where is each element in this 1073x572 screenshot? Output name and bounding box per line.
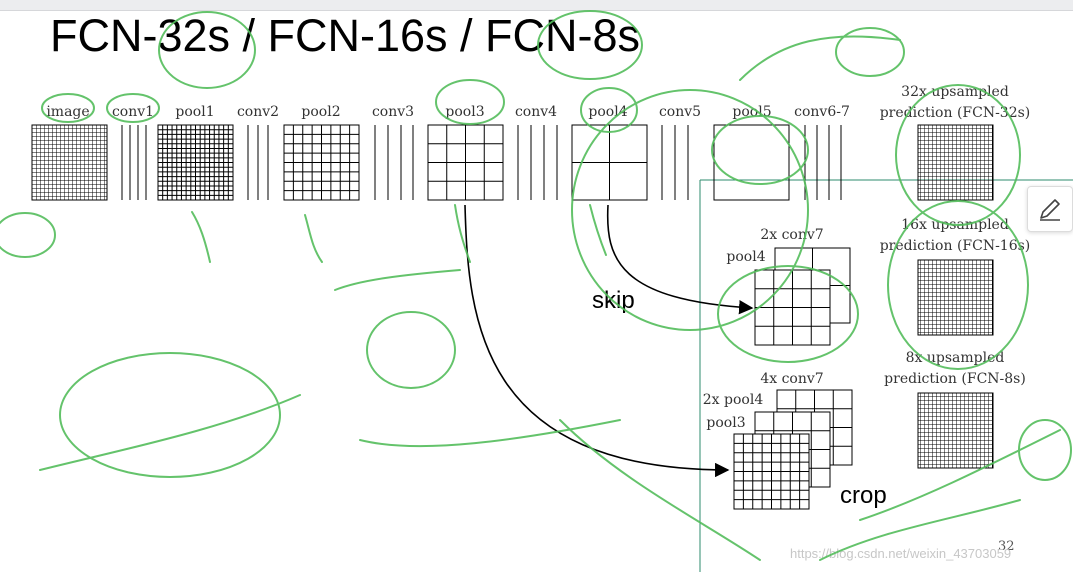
scribble-circle-5x5x21: [59, 352, 281, 478]
layer-label-conv6-7: conv6-7: [794, 104, 850, 120]
fcn32-prediction-grid: [917, 124, 994, 201]
conv5-bars: [661, 125, 689, 200]
fcn8-prediction-grid: [917, 392, 994, 469]
pool5-grid: [713, 124, 790, 201]
scribble-circle-conv1: [106, 93, 160, 123]
scribble-stroke-s2: [191, 211, 211, 263]
browser-tab-bar: [0, 0, 1073, 11]
fcn16-label-line2: prediction (FCN-16s): [880, 238, 1031, 254]
fcn8-pool3-grid: [733, 433, 810, 510]
scribble-circle-fcn16: [887, 200, 1029, 370]
fcn16-pool4-grid: [754, 269, 831, 346]
scribble-stroke-s16: [589, 204, 607, 256]
pencil-icon: [1040, 199, 1060, 221]
layer-label-pool2: pool2: [301, 104, 340, 120]
fcn8-conv7-label: 4x conv7: [760, 371, 823, 387]
scribble-circle-skip: [571, 89, 809, 331]
fcn16-pool4-label: pool4: [726, 249, 765, 265]
layer-label-conv1: conv1: [112, 104, 154, 120]
scribble-circle-5: [0, 212, 56, 258]
scribble-circle-fcn32: [895, 84, 1021, 226]
conv4-bars: [517, 125, 558, 200]
pool1-grid: [157, 124, 234, 201]
scribble-circle-title-b: [537, 10, 643, 80]
pool3-grid: [427, 124, 504, 201]
slide-title: FCN-32s / FCN-16s / FCN-8s: [50, 10, 641, 61]
scribble-circle-right: [1018, 419, 1072, 481]
conv3-bars: [374, 125, 414, 200]
fcn8-label-line1: 8x upsampled: [906, 350, 1005, 366]
scribble-stroke-middle: [359, 419, 621, 448]
layer-label-pool1: pool1: [175, 104, 214, 120]
layer-label-image: image: [46, 104, 89, 120]
layer-label-conv4: conv4: [515, 104, 557, 120]
layer-label-conv5: conv5: [659, 104, 701, 120]
scribble-stroke-bottom-right: [859, 429, 1061, 521]
scribble-stroke-5x5: [334, 269, 461, 291]
layer-label-pool3: pool3: [445, 104, 484, 120]
crop-label: crop: [840, 482, 887, 509]
scribble-circle-top-right: [835, 27, 905, 77]
scribble-circle-title-a: [158, 11, 256, 89]
fcn8-label-line2: prediction (FCN-8s): [884, 371, 1026, 387]
scribble-circle-image: [41, 93, 95, 123]
scribble-stroke-bottom: [559, 419, 761, 561]
scribble-stroke-bottom-right-2: [819, 499, 1021, 561]
fcn16-conv7-label: 2x conv7: [760, 227, 823, 243]
page-number: 32: [998, 539, 1015, 554]
scribble-circle-pool3: [435, 79, 505, 125]
handwritten-annotations: [0, 10, 1072, 561]
scribble-circle-9: [366, 311, 456, 389]
pool2-grid: [283, 124, 360, 201]
conv2-bars: [247, 125, 269, 200]
skip-arrow-pool3: [464, 204, 730, 478]
fcn8-pool3-label: pool3: [706, 415, 745, 431]
fcn8-pool4-label: 2x pool4: [703, 392, 764, 408]
scribble-circle-pool5: [711, 115, 809, 185]
layer-label-conv3: conv3: [372, 104, 414, 120]
scribble-stroke-s4: [304, 214, 323, 263]
fcn32-label-line2: prediction (FCN-32s): [880, 105, 1031, 121]
image-grid: [31, 124, 108, 201]
edit-tool-button[interactable]: [1027, 186, 1073, 232]
conv6-7-bars: [804, 125, 842, 200]
fcn32-label-line1: 32x upsampled: [901, 84, 1009, 100]
scribble-stroke-underline: [39, 394, 301, 471]
conv1-bars: [121, 125, 147, 200]
layer-label-conv2: conv2: [237, 104, 279, 120]
skip-arrow-pool4: [606, 204, 754, 315]
scribble-circle-pool4: [580, 87, 638, 133]
scribble-stroke-s8: [454, 204, 471, 263]
scribble-stroke-top-right: [739, 35, 901, 81]
layer-labels: image conv1 pool1 conv2 pool2 conv3 pool…: [46, 104, 850, 120]
scribble-circle-fcn16-branch: [717, 265, 859, 363]
pool4-grid: [571, 124, 648, 201]
fcn16-prediction-grid: [917, 259, 994, 336]
